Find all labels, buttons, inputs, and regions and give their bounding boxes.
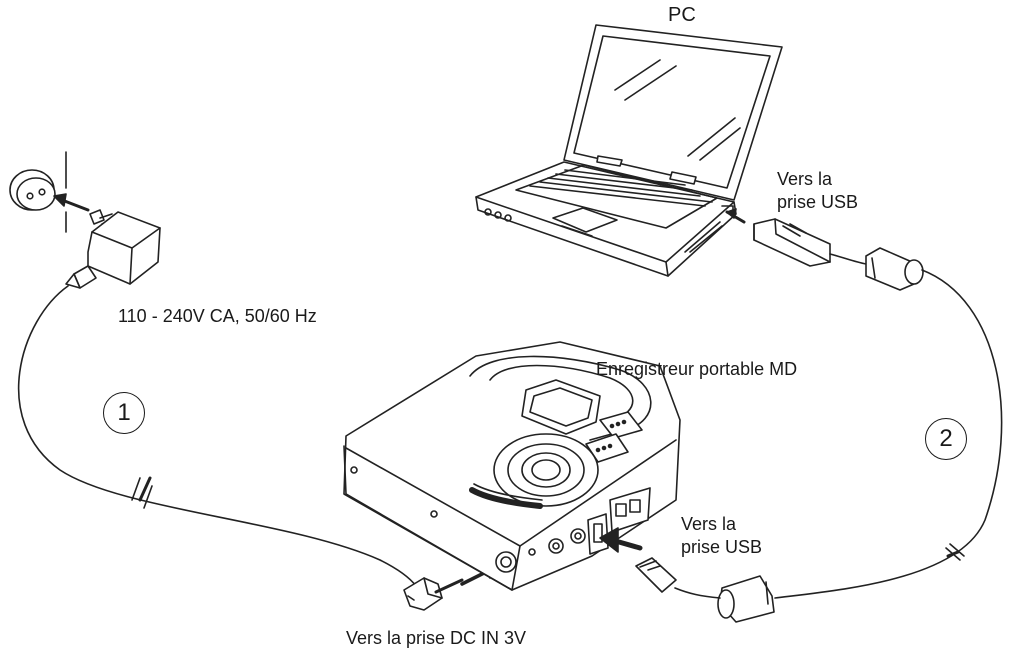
pc-label: PC	[668, 4, 696, 26]
step-1-marker: 1	[103, 392, 145, 434]
dc-in-label: Vers la prise DC IN 3V	[346, 628, 527, 648]
step-2-marker: 2	[925, 418, 967, 460]
voltage-label: 110 - 240V CA, 50/60 Hz	[118, 306, 317, 326]
usb-cable-pc-end	[635, 208, 1003, 623]
md-recorder-illustration	[343, 341, 681, 591]
md-recorder-label: Enregistreur portable MD	[596, 359, 798, 379]
recorder-usb-port-label: Vers la prise USB	[681, 514, 763, 557]
laptop-illustration	[475, 24, 783, 277]
pc-usb-port-label: Vers la prise USB	[777, 169, 859, 212]
ac-adapter-illustration	[9, 151, 501, 611]
